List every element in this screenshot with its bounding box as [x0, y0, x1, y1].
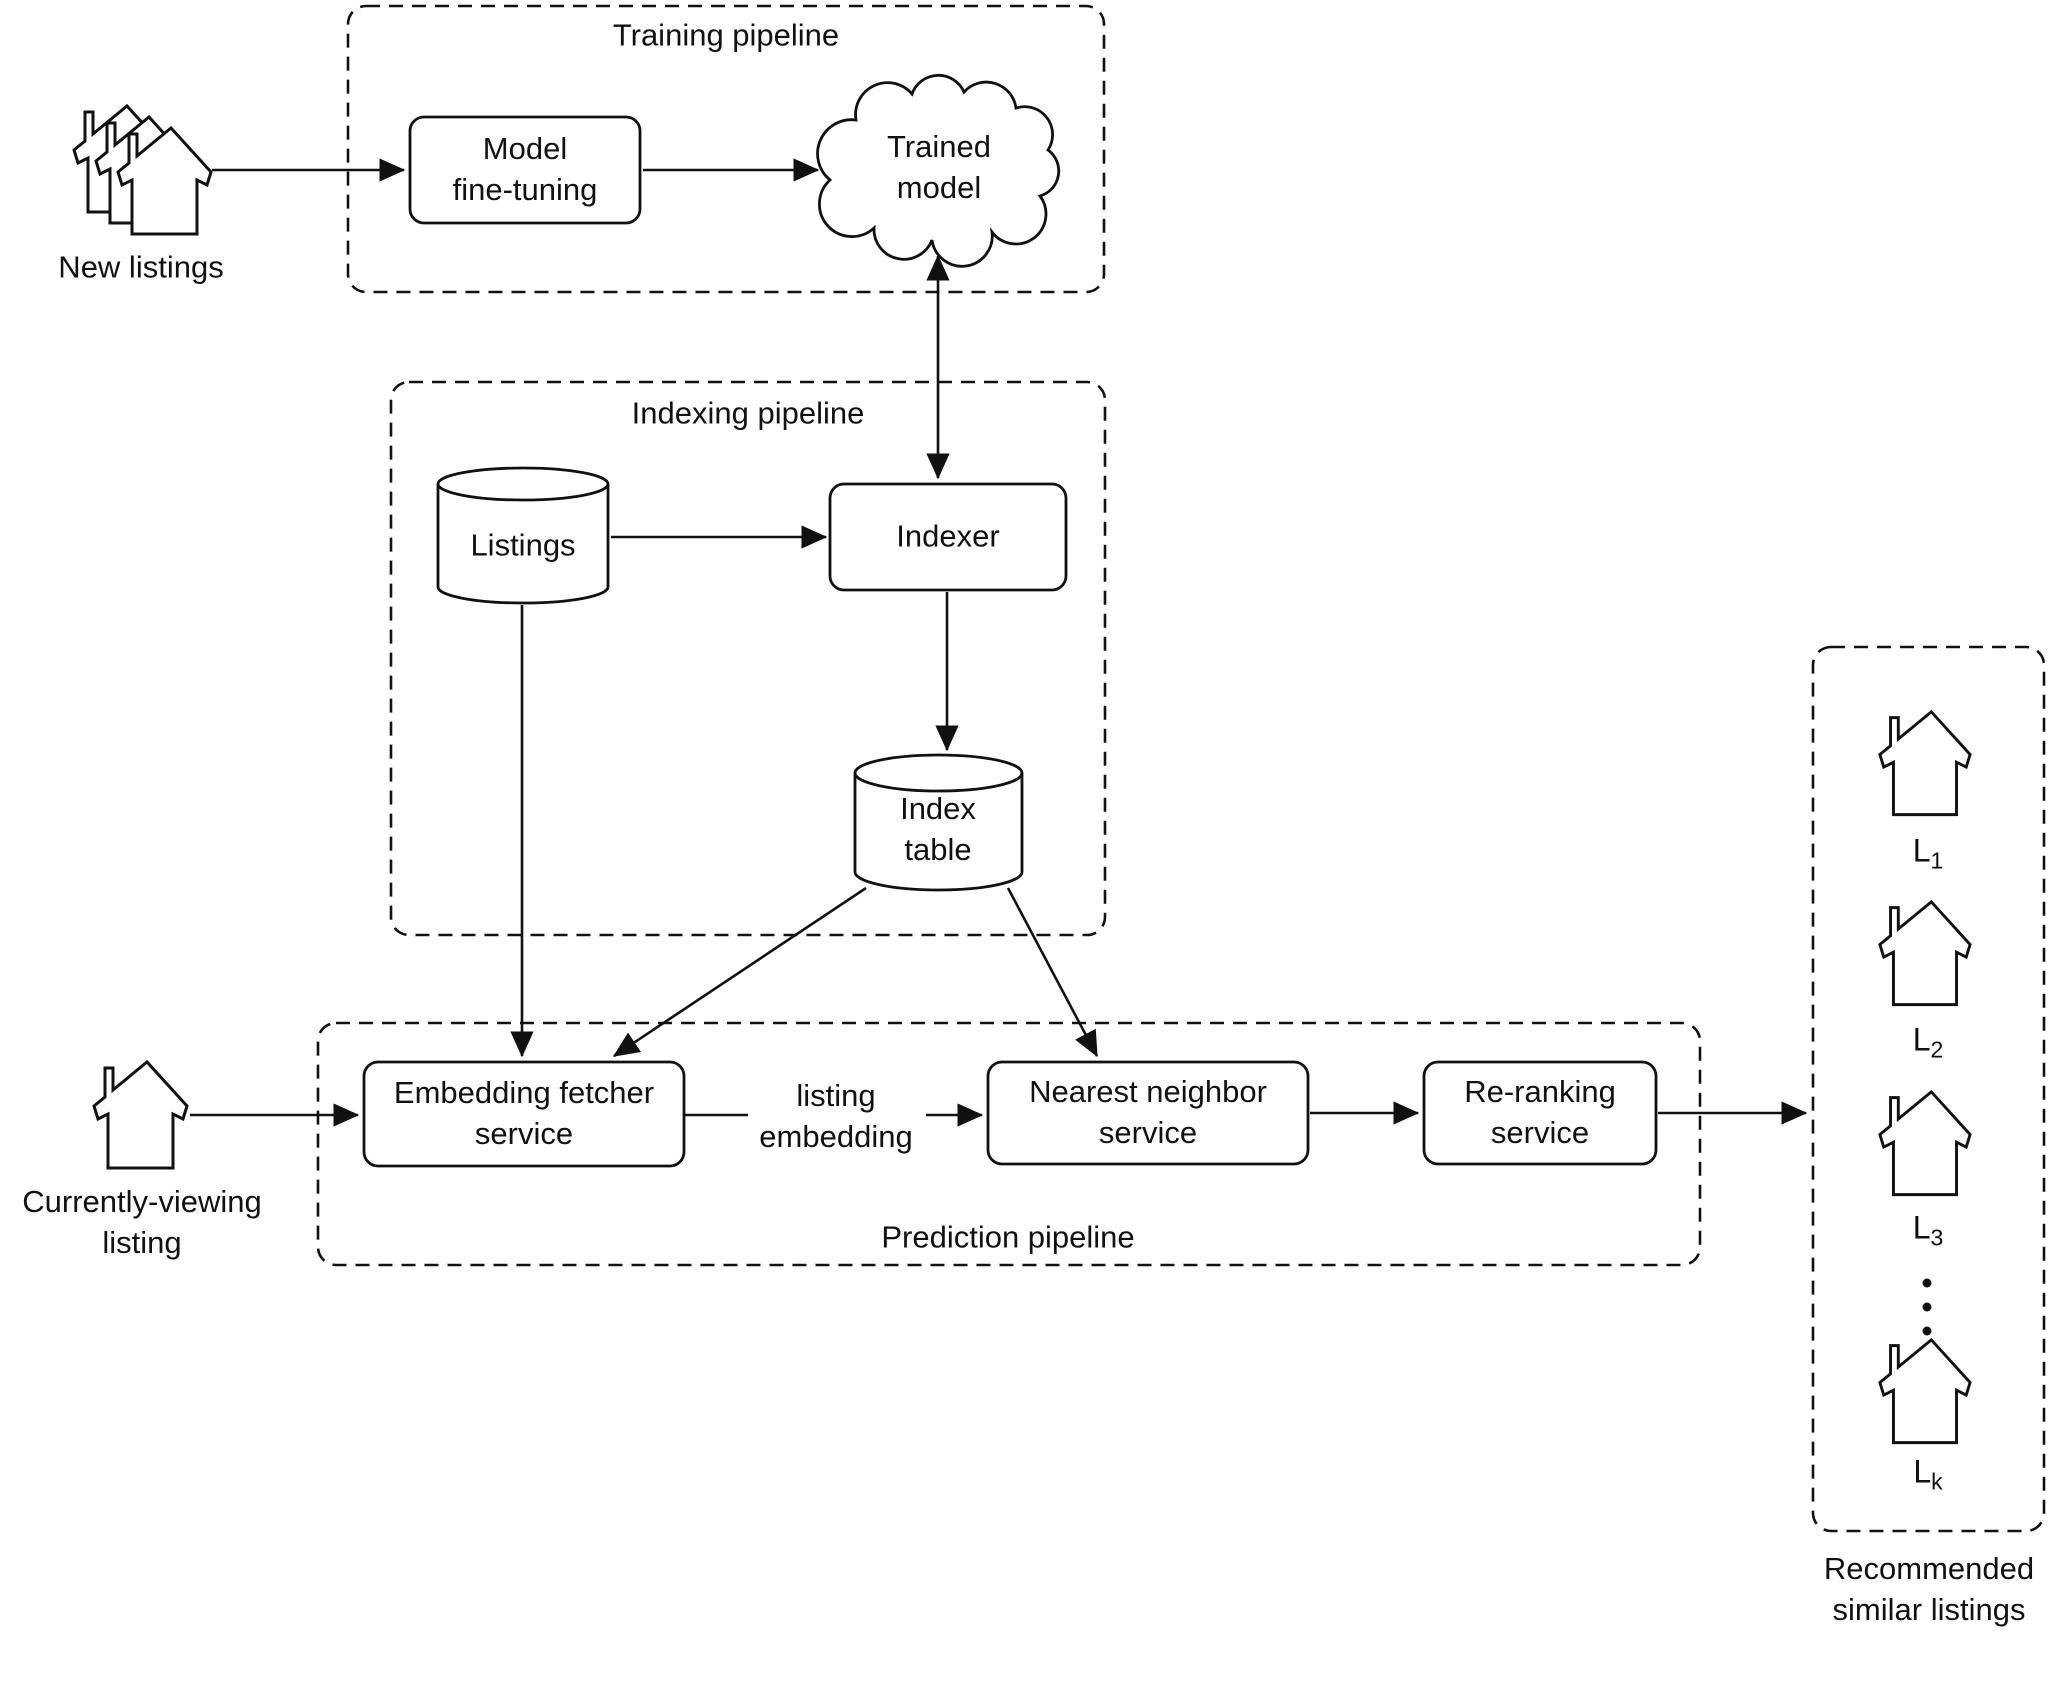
recommended-house-1-icon — [1878, 710, 1972, 817]
training-pipeline-title: Training pipeline — [612, 17, 840, 53]
listing-lk-label: Lk — [1913, 1451, 1942, 1494]
arrows-layer — [190, 158, 1808, 1127]
recommended-house-k-icon — [1878, 1338, 1972, 1445]
listing-l1-base: L — [1912, 832, 1931, 869]
listing-l3-label: L3 — [1913, 1207, 1944, 1250]
new-listings-label: New listings — [58, 249, 224, 285]
indexer-label: Indexer — [896, 518, 1000, 554]
listing-l3-sub: 3 — [1930, 1224, 1944, 1251]
ellipsis-dots-icon — [1922, 1278, 1932, 1336]
reranking-label: Re-ranking service — [1464, 1074, 1616, 1150]
listings-database-label: Listings — [470, 527, 576, 563]
model-finetuning-node — [408, 115, 642, 225]
listing-l1-sub: 1 — [1930, 847, 1944, 874]
listing-embedding-edge-label: listing embedding — [759, 1078, 913, 1154]
arrow-indextable-to-embeddingfetcher — [612, 886, 867, 1058]
new-listings-houses-icon — [72, 104, 213, 236]
listings-database-icon — [436, 466, 610, 605]
indexing-pipeline-box — [389, 380, 1107, 937]
embedding-fetcher-label: Embedding fetcher service — [393, 1075, 655, 1151]
listing-lk-sub: k — [1931, 1468, 1943, 1495]
listing-lk-base: L — [1913, 1453, 1932, 1490]
trained-model-label: Trained model — [887, 129, 991, 205]
recommended-similar-listings-label: Recommended similar listings — [1823, 1551, 2035, 1627]
recommended-house-3-icon — [1878, 1090, 1972, 1197]
reranking-node — [1422, 1060, 1658, 1166]
recommended-house-2-icon — [1878, 900, 1972, 1007]
listing-l2-base: L — [1912, 1021, 1931, 1058]
listing-l1-label: L1 — [1913, 830, 1944, 873]
listing-l3-base: L — [1912, 1209, 1931, 1246]
nearest-neighbor-label: Nearest neighbor service — [1029, 1074, 1267, 1150]
listing-l2-label: L2 — [1913, 1019, 1944, 1062]
recommended-listings-box — [1811, 645, 2046, 1533]
prediction-pipeline-title: Prediction pipeline — [881, 1219, 1135, 1255]
listing-l2-sub: 2 — [1930, 1036, 1944, 1063]
nearest-neighbor-node — [986, 1060, 1310, 1166]
indexer-node — [828, 482, 1068, 592]
currently-viewing-label: Currently-viewing listing — [22, 1184, 262, 1260]
index-table-label: Index table — [900, 791, 976, 867]
index-table-database-icon — [853, 753, 1024, 892]
model-finetuning-label: Model fine-tuning — [452, 131, 598, 207]
prediction-pipeline-box — [316, 1021, 1702, 1267]
training-pipeline-box — [346, 4, 1106, 294]
embedding-fetcher-node — [362, 1060, 686, 1168]
trained-model-cloud-icon — [816, 73, 1061, 268]
arrow-indextable-to-nearestneighbor — [1006, 887, 1099, 1058]
currently-viewing-house-icon — [92, 1060, 189, 1170]
indexing-pipeline-title: Indexing pipeline — [631, 395, 865, 431]
